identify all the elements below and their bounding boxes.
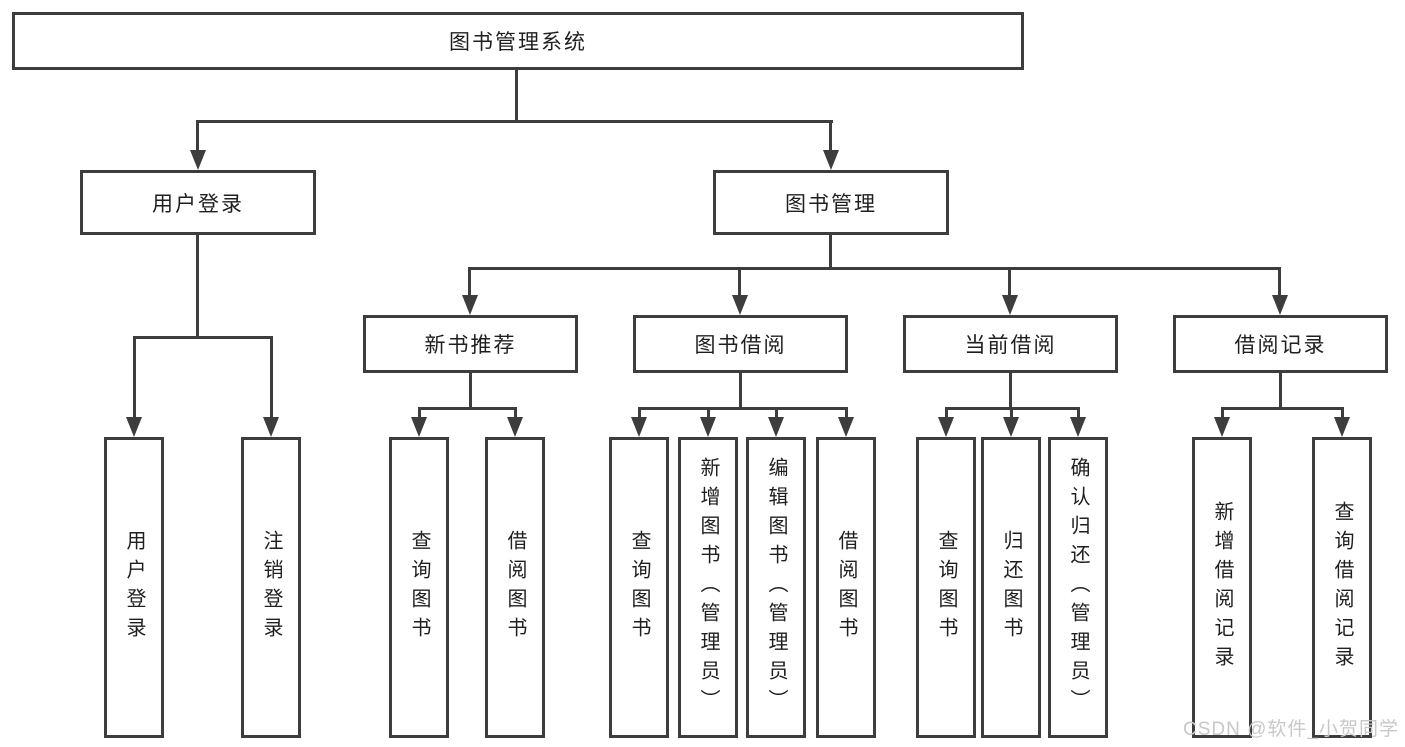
connector-drop-book-mgmt (829, 120, 832, 154)
leaf-borrow-books-recommend-label: 借阅图书 (504, 529, 526, 646)
connector-borrow-record-stem (1279, 373, 1282, 410)
connector-drop-leaf (1010, 407, 1013, 421)
leaf-query-books-recommend-label: 查询图书 (408, 529, 430, 646)
arrow-down-icon (732, 295, 748, 315)
leaf-borrow-books: 借阅图书 (816, 437, 876, 738)
connector-new-book-stem (469, 373, 472, 410)
connector-drop-leaf (514, 407, 517, 421)
leaf-user-login-label: 用户登录 (123, 529, 145, 646)
arrow-down-icon (838, 417, 854, 437)
arrow-down-icon (1214, 417, 1230, 437)
connector-user-login-horizontal (133, 336, 273, 339)
leaf-confirm-return-admin: 确认归还（管理员） (1048, 437, 1108, 738)
leaf-borrow-books-recommend: 借阅图书 (485, 437, 545, 738)
node-current-borrow-label: 当前借阅 (964, 334, 1057, 357)
node-book-management: 图书管理 (713, 170, 949, 235)
arrow-down-icon (1070, 417, 1086, 437)
arrow-down-icon (190, 150, 206, 170)
leaf-add-books-admin-label: 新增图书（管理员） (697, 457, 719, 718)
connector-drop-leaf (775, 407, 778, 421)
leaf-return-books-label: 归还图书 (1000, 529, 1022, 646)
leaf-query-books-borrow-label: 查询图书 (628, 529, 650, 646)
leaf-add-books-admin: 新增图书（管理员） (678, 437, 738, 738)
arrow-down-icon (462, 295, 478, 315)
leaf-add-borrow-record: 新增借阅记录 (1192, 437, 1252, 738)
arrow-down-icon (263, 417, 279, 437)
connector-book-borrow-stem (739, 373, 742, 410)
leaf-query-borrow-record-label: 查询借阅记录 (1331, 500, 1353, 675)
node-root-label: 图书管理系统 (449, 31, 587, 54)
connector-root-stem (515, 70, 518, 123)
arrow-down-icon (126, 417, 142, 437)
connector-level2-horizontal (196, 120, 833, 123)
leaf-logout-label: 注销登录 (260, 529, 282, 646)
connector-drop-current-borrow (1008, 267, 1011, 299)
connector-drop-leaf (133, 336, 136, 420)
leaf-query-books-current: 查询图书 (916, 437, 976, 738)
connector-drop-new-book (468, 267, 471, 299)
leaf-return-books: 归还图书 (981, 437, 1041, 738)
connector-current-borrow-stem (1009, 373, 1012, 410)
connector-drop-leaf (270, 336, 273, 420)
leaf-query-books-borrow: 查询图书 (609, 437, 669, 738)
arrow-down-icon (938, 417, 954, 437)
leaf-logout: 注销登录 (241, 437, 301, 738)
arrow-down-icon (768, 417, 784, 437)
connector-borrow-record-horizontal (1221, 407, 1344, 410)
leaf-edit-books-admin-label: 编辑图书（管理员） (765, 457, 787, 718)
arrow-down-icon (700, 417, 716, 437)
leaf-add-borrow-record-label: 新增借阅记录 (1211, 500, 1233, 675)
node-new-book-recommend-label: 新书推荐 (424, 334, 517, 357)
arrow-down-icon (1334, 417, 1350, 437)
connector-drop-leaf (845, 407, 848, 421)
arrow-down-icon (1002, 295, 1018, 315)
connector-drop-leaf (945, 407, 948, 421)
leaf-query-books-current-label: 查询图书 (935, 529, 957, 646)
arrow-down-icon (1272, 295, 1288, 315)
connector-drop-leaf (418, 407, 421, 421)
leaf-borrow-books-label: 借阅图书 (835, 529, 857, 646)
arrow-down-icon (823, 150, 839, 170)
node-borrow-record-label: 借阅记录 (1234, 334, 1327, 357)
arrow-down-icon (631, 417, 647, 437)
node-root: 图书管理系统 (12, 12, 1024, 70)
node-user-login-label: 用户登录 (152, 192, 244, 216)
connector-drop-borrow-record (1278, 267, 1281, 299)
arrow-down-icon (507, 417, 523, 437)
connector-book-borrow-horizontal (638, 407, 848, 410)
watermark: CSDN @软件_小贺同学 (1183, 719, 1399, 740)
arrow-down-icon (411, 417, 427, 437)
node-book-borrow-label: 图书借阅 (694, 334, 787, 357)
connector-level3-horizontal (468, 267, 1281, 270)
connector-drop-leaf (1077, 407, 1080, 421)
leaf-user-login: 用户登录 (104, 437, 164, 738)
connector-drop-book-borrow (738, 267, 741, 299)
connector-new-book-horizontal (418, 407, 517, 410)
node-user-login: 用户登录 (80, 170, 316, 235)
node-borrow-record: 借阅记录 (1173, 315, 1388, 373)
leaf-query-borrow-record: 查询借阅记录 (1312, 437, 1372, 738)
connector-drop-user-login (196, 120, 199, 154)
arrow-down-icon (1003, 417, 1019, 437)
connector-drop-leaf (1341, 407, 1344, 421)
node-book-borrow: 图书借阅 (633, 315, 848, 373)
connector-drop-leaf (707, 407, 710, 421)
connector-user-login-stem (196, 235, 199, 339)
connector-book-mgmt-stem (829, 235, 832, 270)
connector-drop-leaf (638, 407, 641, 421)
leaf-edit-books-admin: 编辑图书（管理员） (746, 437, 806, 738)
node-book-management-label: 图书管理 (785, 192, 877, 216)
leaf-confirm-return-admin-label: 确认归还（管理员） (1067, 457, 1089, 718)
node-current-borrow: 当前借阅 (903, 315, 1118, 373)
node-new-book-recommend: 新书推荐 (363, 315, 578, 373)
leaf-query-books-recommend: 查询图书 (389, 437, 449, 738)
connector-drop-leaf (1221, 407, 1224, 421)
